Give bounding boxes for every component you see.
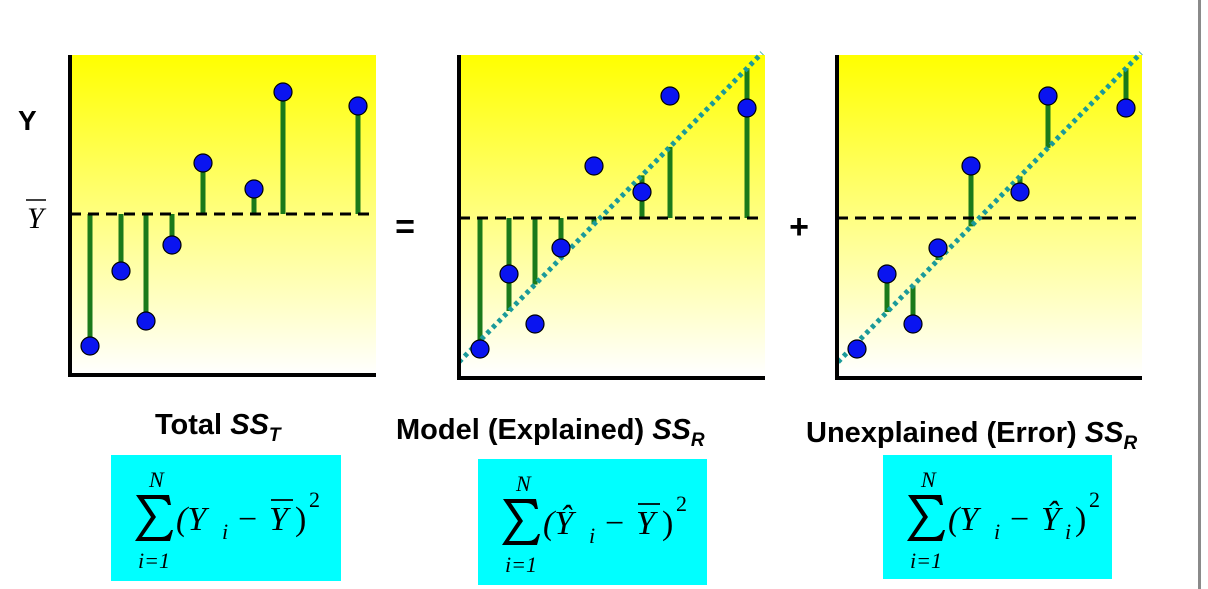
formula-close: ) (295, 501, 306, 538)
panel-background (837, 55, 1142, 375)
formula-lower-limit: i=1 (505, 552, 537, 577)
data-point (660, 86, 680, 106)
formula-upper-limit: N (920, 467, 937, 492)
formula-minus: − (238, 501, 257, 538)
label-total-sub: T (268, 425, 281, 446)
formula-total: N i=1 (Y i − Y ) 2 (111, 455, 341, 581)
formula-unexplained-math: N i=1 (Y i − Ŷ i ) 2 (907, 467, 1100, 573)
formula-term: (Y (176, 501, 209, 538)
regression-line (457, 51, 764, 364)
data-point (162, 235, 182, 255)
data-points (80, 82, 368, 356)
data-points (847, 86, 1136, 359)
formula-term-sub: i (589, 523, 595, 548)
label-unexplained-sub: R (1123, 433, 1138, 454)
formula-lower-limit: i=1 (910, 548, 942, 573)
formula-close: ) (1075, 501, 1086, 538)
formula-ref-sub: i (1065, 519, 1071, 544)
mean-label-text: Y (27, 202, 47, 235)
formula-ref: Y (269, 501, 291, 538)
panel-background (459, 55, 765, 375)
slide-edge-rule (1198, 0, 1201, 589)
data-point (244, 179, 264, 199)
formula-power: 2 (676, 491, 687, 516)
formula-lower-limit: i=1 (138, 548, 170, 573)
sigma-icon (907, 495, 945, 541)
panel-unexplained (835, 51, 1143, 380)
formula-minus: − (1010, 501, 1029, 538)
equals-sign: = (395, 208, 415, 246)
data-point (193, 153, 213, 173)
data-point (877, 264, 897, 284)
label-model: Model (Explained) SSR (396, 414, 705, 451)
data-point (1010, 182, 1030, 202)
data-point (551, 238, 571, 258)
panel-total (68, 55, 376, 377)
formula-model: N i=1 (Ŷ i − Y ) 2 (478, 459, 707, 585)
data-point (80, 336, 100, 356)
data-points (470, 86, 757, 359)
formula-upper-limit: N (515, 471, 532, 496)
formula-term-sub: i (222, 519, 228, 544)
panel-model (457, 51, 765, 380)
formula-term-sub: i (994, 519, 1000, 544)
plus-sign: + (789, 208, 809, 246)
data-point (136, 311, 156, 331)
label-unexplained: Unexplained (Error) SSR (806, 417, 1138, 454)
data-point (737, 98, 757, 118)
regression-line (836, 51, 1143, 364)
data-point (961, 156, 981, 176)
label-total-main: Total (155, 409, 223, 441)
formula-model-math: N i=1 (Ŷ i − Y ) 2 (502, 471, 687, 577)
data-point (470, 339, 490, 359)
label-unexplained-ss: SS (1084, 417, 1124, 449)
data-point (584, 156, 604, 176)
formula-power: 2 (1089, 487, 1100, 512)
formula-minus: − (605, 505, 624, 542)
data-point (928, 238, 948, 258)
data-point (111, 261, 131, 281)
mean-label: Y (26, 199, 47, 235)
formula-power: 2 (309, 487, 320, 512)
formula-upper-limit: N (148, 467, 165, 492)
formula-term: (Ŷ (543, 505, 576, 542)
data-point (1116, 98, 1136, 118)
data-point (273, 82, 293, 102)
formula-ref: Y (636, 505, 658, 542)
data-point (903, 314, 923, 334)
data-point (499, 264, 519, 284)
data-point (348, 96, 368, 116)
data-point (1038, 86, 1058, 106)
data-point (632, 182, 652, 202)
y-axis-label: Y (18, 105, 37, 136)
formula-term: (Y (948, 501, 981, 538)
formula-close: ) (662, 505, 673, 542)
sigma-icon (135, 495, 173, 541)
label-total: Total SST (155, 409, 281, 446)
label-model-ss: SS (652, 414, 691, 446)
data-point (525, 314, 545, 334)
formula-ref: Ŷ (1041, 501, 1063, 538)
sigma-icon (502, 499, 540, 545)
label-model-sub: R (690, 430, 705, 451)
formula-unexplained: N i=1 (Y i − Ŷ i ) 2 (883, 455, 1112, 579)
label-total-ss: SS (230, 409, 269, 441)
data-point (847, 339, 867, 359)
label-model-main: Model (Explained) (396, 414, 645, 446)
label-unexplained-main: Unexplained (Error) (806, 417, 1077, 449)
formula-total-math: N i=1 (Y i − Y ) 2 (135, 467, 320, 573)
